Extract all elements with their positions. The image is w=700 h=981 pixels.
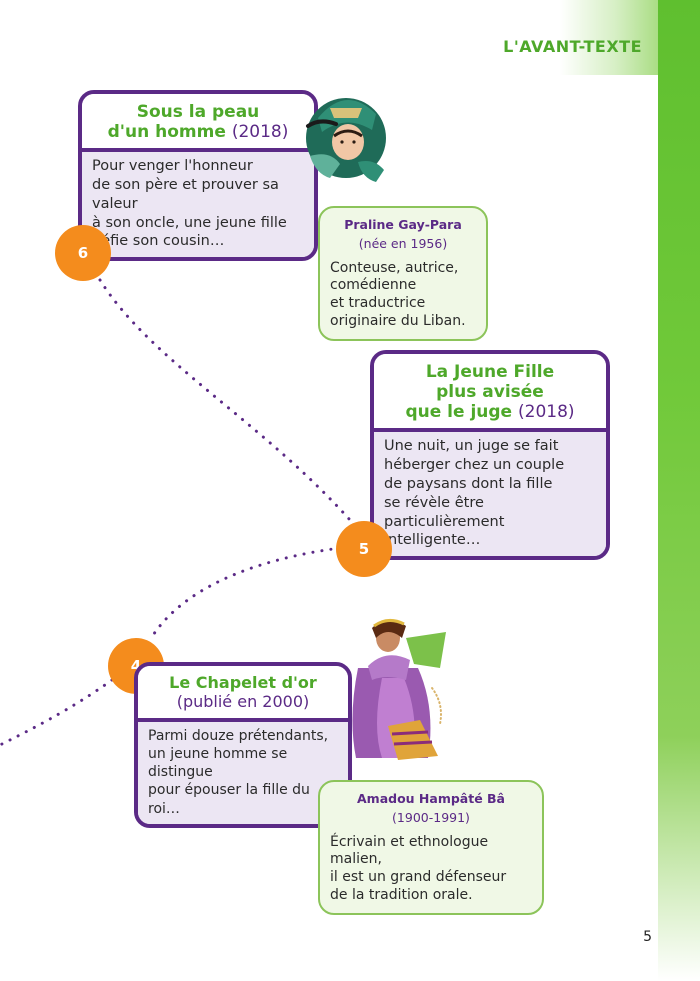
author-name: Amadou Hampâté Bâ — [357, 791, 505, 806]
title-line: Le Chapelet d'or — [169, 673, 317, 692]
side-color-band — [658, 0, 700, 981]
summary-line: Pour venger l'honneur — [92, 158, 253, 175]
story-card-6: Sous la peau d'un homme (2018) Pour veng… — [78, 90, 318, 262]
title-line: plus avisée — [436, 382, 544, 403]
desc-line: il est un grand défenseur — [330, 869, 507, 886]
story-summary: Pour venger l'honneur de son père et pro… — [82, 152, 314, 258]
title-line: d'un homme — [107, 122, 226, 143]
story-card-5: La Jeune Fille plus avisée que le juge (… — [370, 350, 610, 561]
section-title: L'AVANT-TEXTE — [503, 37, 642, 56]
summary-line: de son père et prouver sa valeur — [92, 176, 279, 212]
timeline-number-6: 6 — [55, 225, 111, 281]
summary-line: de paysans dont la fille — [384, 475, 553, 492]
author-dates: (née en 1956) — [358, 235, 448, 251]
author-bubble-praline-gay-para: Praline Gay-Para (née en 1956) Conteuse,… — [318, 206, 488, 342]
desc-line: Écrivain et ethnologue malien, — [330, 833, 489, 868]
princess-illustration — [339, 619, 446, 760]
desc-line: Conteuse, autrice, — [330, 259, 459, 276]
summary-line: Parmi douze prétendants, — [148, 727, 329, 744]
warrior-girl-illustration — [306, 98, 386, 182]
summary-line: intelligente… — [384, 532, 481, 549]
desc-line: et traductrice — [330, 295, 426, 312]
story-title: Le Chapelet d'or (publié en 2000) — [138, 666, 348, 722]
summary-line: un jeune homme se distingue — [148, 745, 288, 781]
timeline-number-5: 5 — [336, 521, 392, 577]
story-title: La Jeune Fille plus avisée que le juge (… — [374, 354, 606, 433]
story-year: (publié en 2000) — [176, 691, 310, 711]
author-dates: (1900-1991) — [392, 809, 470, 825]
story-year: (2018) — [518, 402, 575, 423]
title-line: que le juge — [405, 402, 513, 423]
summary-line: pour épouser la fille du roi… — [148, 782, 310, 817]
desc-line: de la tradition orale. — [330, 887, 473, 904]
author-description: Écrivain et ethnologue malien, il est un… — [330, 834, 532, 906]
author-bubble-amadou-hampate-ba: Amadou Hampâté Bâ (1900-1991) Écrivain e… — [318, 780, 544, 916]
title-line: La Jeune Fille — [425, 362, 555, 382]
story-summary: Une nuit, un juge se fait héberger chez … — [374, 432, 606, 557]
story-title: Sous la peau d'un homme (2018) — [82, 94, 314, 153]
desc-line: originaire du Liban. — [330, 313, 466, 330]
summary-line: à son oncle, une jeune fille — [92, 214, 287, 231]
story-year: (2018) — [231, 122, 289, 143]
summary-line: défie son cousin… — [92, 233, 225, 250]
story-summary: Parmi douze prétendants, un jeune homme … — [138, 721, 348, 824]
summary-line: héberger chez un couple — [384, 456, 565, 473]
page-number: 5 — [643, 929, 652, 945]
author-description: Conteuse, autrice, comédienne et traduct… — [330, 260, 476, 332]
title-line: Sous la peau — [136, 102, 260, 122]
story-card-4: Le Chapelet d'or (publié en 2000) Parmi … — [134, 662, 352, 828]
desc-line: comédienne — [330, 277, 417, 294]
summary-line: se révèle être particulièrement — [384, 494, 505, 530]
author-name: Praline Gay-Para — [344, 217, 462, 232]
summary-line: Une nuit, un juge se fait — [384, 438, 559, 455]
